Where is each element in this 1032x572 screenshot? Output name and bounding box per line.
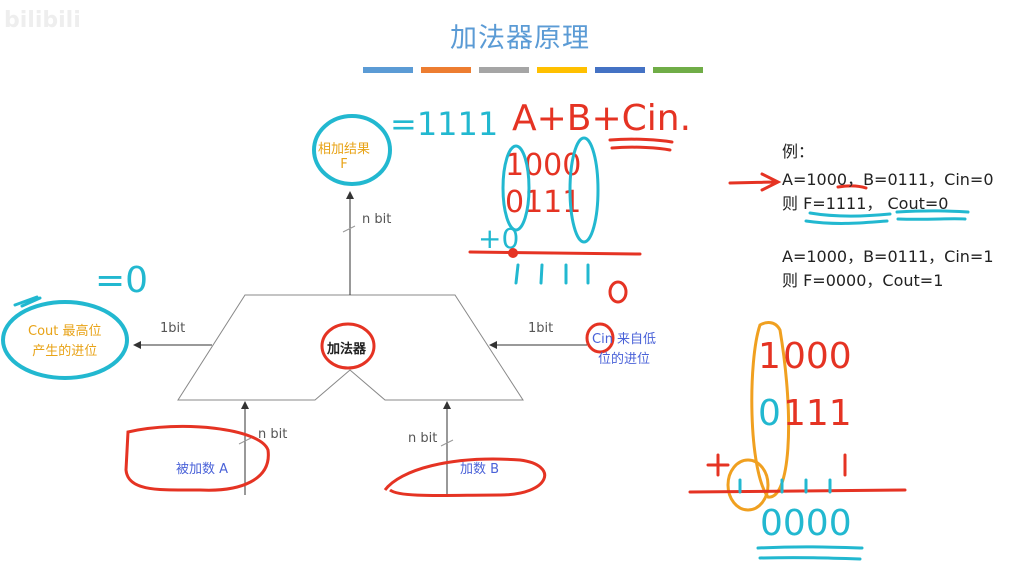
- title-color-bar: [363, 67, 703, 73]
- onebit-cin-label: 1bit: [528, 321, 554, 336]
- title-color-segment: [537, 67, 587, 73]
- nbit-a-label: n bit: [258, 427, 288, 442]
- svg-text:000: 000: [783, 336, 852, 377]
- title-color-segment: [479, 67, 529, 73]
- cin-circle: [585, 322, 615, 354]
- cout-note: =0: [95, 260, 148, 301]
- nbit-b-label: n bit: [408, 431, 438, 446]
- example-line-1: A=1000，B=0111，Cin=0: [782, 170, 994, 189]
- addend-b-label: 加数 B: [460, 462, 500, 477]
- example-heading: 例：: [782, 142, 815, 161]
- title-color-segment: [363, 67, 413, 73]
- example-line-3: A=1000，B=0111，Cin=1: [782, 247, 994, 266]
- example-line-4: 则 F=0000，Cout=1: [782, 271, 944, 290]
- handwritten-notes: =1111 =0 A+B+Cin. 1000 0111 +0 000 1 0 1…: [13, 98, 970, 561]
- cin-label: Cin 来自低位的进位: [592, 332, 657, 367]
- svg-text:1000: 1000: [505, 148, 581, 183]
- cout-label: Cout 最高位产生的进位: [28, 324, 102, 359]
- nbit-output-label: n bit: [362, 212, 392, 227]
- result-note: =1111: [390, 105, 498, 143]
- svg-text:0000: 0000: [760, 503, 852, 544]
- formula-note: A+B+Cin.: [512, 98, 691, 139]
- addend-a-label: 被加数 A: [176, 462, 229, 477]
- watermark: bilibili: [4, 8, 81, 33]
- title-color-segment: [595, 67, 645, 73]
- svg-text:1: 1: [758, 336, 781, 377]
- cout-circle: [1, 300, 129, 380]
- addend-b-outline: [383, 457, 547, 498]
- adder-circle: [320, 322, 376, 370]
- slide-title: 加法器原理: [450, 23, 590, 54]
- adder-shape: [177, 294, 524, 401]
- svg-text:111: 111: [783, 393, 852, 434]
- example-line-2: 则 F=1111， Cout=0: [782, 194, 949, 213]
- onebit-cout-label: 1bit: [160, 321, 186, 336]
- title-color-segment: [653, 67, 703, 73]
- adder-label: 加法器: [327, 342, 367, 357]
- result-circle: [312, 114, 392, 186]
- title-color-segment: [421, 67, 471, 73]
- svg-text:0: 0: [758, 393, 781, 434]
- addend-a-outline: [124, 424, 270, 492]
